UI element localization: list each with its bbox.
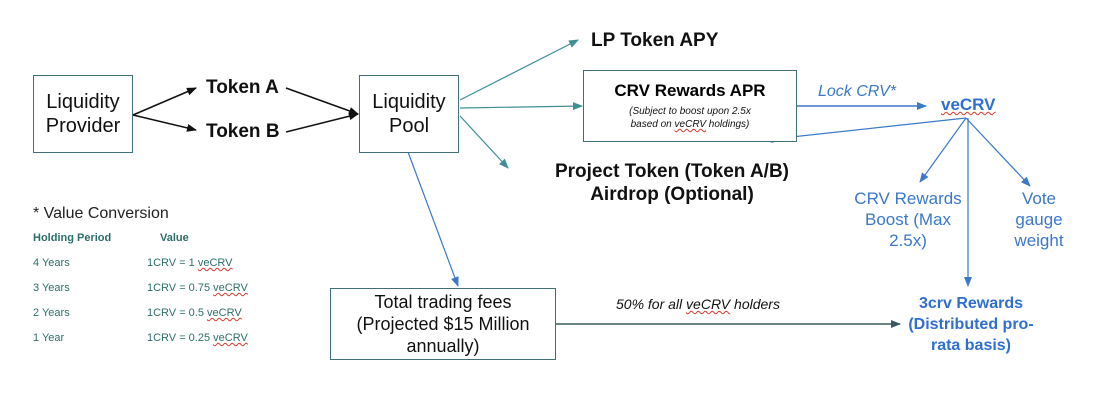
arrow-vecrv-to-apr-boost: [763, 117, 967, 144]
value-conversion-value-1y: 1CRV = 0.25 veCRV: [147, 332, 248, 344]
project-token-airdrop-label: Project Token (Token A/B) Airdrop (Optio…: [554, 161, 789, 205]
crv-rewards-apr-title: CRV Rewards APR: [614, 81, 766, 100]
fees-split-prefix: 50% for all: [616, 296, 687, 312]
three-crv-rewards-label: 3crv Rewards (Distributed pro-rata basis…: [908, 295, 1034, 354]
liquidity-provider-box: Liquidity Provider: [33, 75, 133, 153]
value-conversion-title: * Value Conversion: [33, 205, 169, 222]
total-trading-fees-box: Total trading fees (Projected $15 Millio…: [330, 288, 556, 360]
fees-split-vecrv: veCRV: [686, 296, 731, 312]
lock-crv-label: Lock CRV*: [818, 83, 896, 100]
crv-rewards-apr-note-line1: (Subject to boost upon 2.5x: [629, 106, 751, 117]
value-conversion-value-4y: 1CRV = 1 veCRV: [147, 257, 233, 269]
value-conversion-value-3y: 1CRV = 0.75 veCRV: [147, 282, 248, 294]
token-a-label: Token A: [206, 77, 279, 98]
liquidity-pool-box: Liquidity Pool: [359, 75, 459, 153]
value-conversion-value-4y-text: 1CRV = 1: [147, 257, 198, 269]
arrow-pool-to-airdrop: [459, 115, 509, 169]
value-conversion-value-2y: 1CRV = 0.5 veCRV: [147, 307, 242, 319]
value-conversion-value-1y-text: 1CRV = 0.25: [147, 332, 214, 344]
arrow-vecrv-to-vote: [965, 117, 1031, 187]
arrow-pool-to-crv-apr: [459, 102, 583, 111]
value-conversion-period-3y: 3 Years: [33, 282, 70, 294]
crv-rewards-apr-note-line2: based on: [630, 119, 675, 130]
crv-rewards-boost-label: CRV Rewards Boost (Max 2.5x): [854, 189, 962, 250]
arrow-provider-to-token-a: [132, 87, 197, 116]
crv-rewards-apr-box: CRV Rewards APR (Subject to boost upon 2…: [583, 70, 797, 142]
value-conversion-value-4y-unit: veCRV: [197, 257, 233, 269]
vecrv-label: veCRV: [941, 95, 996, 114]
value-conversion-period-4y: 4 Years: [33, 257, 70, 269]
arrow-token-a-to-pool: [285, 87, 359, 115]
value-conversion-value-3y-text: 1CRV = 0.75: [147, 282, 214, 294]
liquidity-pool-label: Liquidity Pool: [372, 91, 446, 137]
total-trading-fees-label: Total trading fees (Projected $15 Millio…: [356, 292, 530, 356]
liquidity-provider-label: Liquidity Provider: [45, 91, 121, 137]
value-conversion-col-period: Holding Period: [33, 232, 112, 244]
value-conversion-period-2y: 2 Years: [33, 307, 70, 319]
token-b-label: Token B: [206, 121, 280, 142]
vote-gauge-weight-label: Vote gauge weight: [1014, 189, 1064, 250]
crv-rewards-apr-note-line2-end: holdings): [706, 119, 750, 130]
lp-token-apy-label: LP Token APY: [591, 30, 719, 51]
value-conversion-period-1y: 1 Year: [33, 332, 65, 344]
fees-split-label: 50% for all veCRV holders: [616, 296, 780, 312]
value-conversion-col-value: Value: [160, 232, 189, 244]
arrow-pool-to-fees: [407, 151, 459, 287]
arrow-vecrv-to-boost: [919, 117, 967, 183]
crv-rewards-apr-note: (Subject to boost upon 2.5x based on veC…: [629, 105, 751, 131]
crv-rewards-apr-note-vecrv: veCRV: [674, 119, 707, 130]
fees-split-suffix: holders: [730, 296, 780, 312]
value-conversion-value-1y-unit: veCRV: [213, 332, 248, 344]
arrow-pool-to-lp-apy: [459, 39, 579, 101]
value-conversion-value-3y-unit: veCRV: [213, 282, 248, 294]
arrow-provider-to-token-b: [132, 114, 197, 132]
value-conversion-value-2y-unit: veCRV: [207, 307, 242, 319]
value-conversion-value-2y-text: 1CRV = 0.5: [147, 307, 208, 319]
arrow-token-b-to-pool: [285, 112, 359, 133]
